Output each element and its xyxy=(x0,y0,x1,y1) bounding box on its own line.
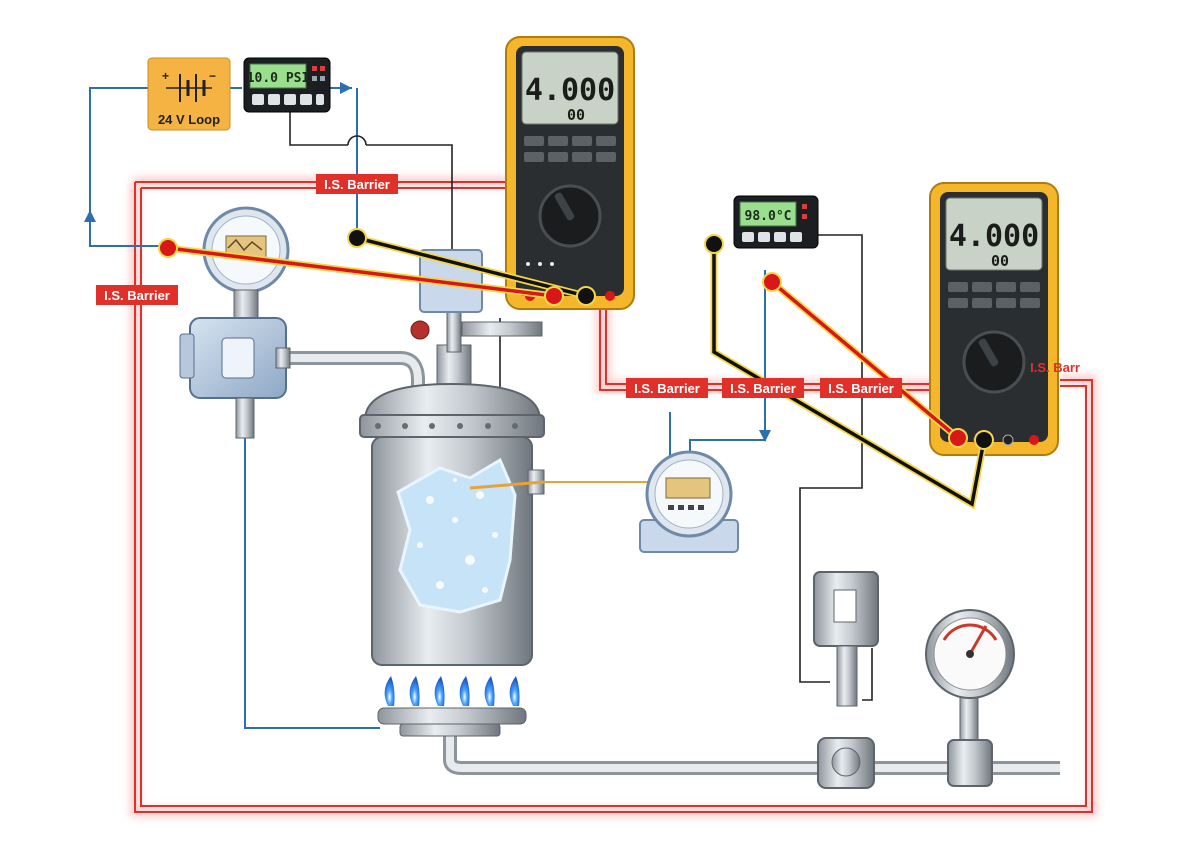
temperature-transmitter xyxy=(639,450,739,553)
display-button[interactable] xyxy=(268,94,280,105)
meter-main-reading: 4.000 xyxy=(949,219,1039,254)
process-piping xyxy=(285,351,1060,775)
red-probe-clip[interactable] xyxy=(762,272,782,292)
black-probe-clip[interactable] xyxy=(347,228,367,248)
svg-text:I.S. Barr: I.S. Barr xyxy=(1030,360,1080,375)
jack-v[interactable] xyxy=(1029,435,1039,445)
barrier-label: I.S. Barrier xyxy=(820,378,902,398)
black-probe-plug[interactable] xyxy=(974,430,994,450)
barrier-label: I.S. Barrier xyxy=(96,285,178,305)
display-button[interactable] xyxy=(742,232,754,242)
display-button[interactable] xyxy=(316,94,324,105)
svg-text:I.S. Barrier: I.S. Barrier xyxy=(324,177,390,192)
red-probe-plug[interactable] xyxy=(948,428,968,448)
transmitter-window xyxy=(665,477,711,499)
gauge-needle xyxy=(968,625,988,655)
valve-handwheel xyxy=(410,320,430,340)
display-button[interactable] xyxy=(300,94,312,105)
svg-text:I.S. Barrier: I.S. Barrier xyxy=(730,381,796,396)
jack-v[interactable] xyxy=(605,291,615,301)
arrow-down-icon xyxy=(759,430,771,442)
meter-sub-reading: 00 xyxy=(567,106,585,124)
arrow-right-icon xyxy=(340,82,352,94)
meter-main-reading: 4.000 xyxy=(525,73,615,108)
plus-sign: + xyxy=(162,69,169,83)
test-leads xyxy=(164,234,988,510)
display-button[interactable] xyxy=(790,232,802,242)
pressure-display: 10.0 PSI xyxy=(243,57,331,113)
barrier-label: I.S. Barr xyxy=(1030,360,1080,375)
svg-text:I.S. Barrier: I.S. Barrier xyxy=(634,381,700,396)
meter-sub-reading: 00 xyxy=(991,252,1009,270)
svg-text:I.S. Barrier: I.S. Barrier xyxy=(828,381,894,396)
thermowell-lead xyxy=(469,480,545,490)
black-probe-clip[interactable] xyxy=(704,234,724,254)
red-probe-clip[interactable] xyxy=(158,238,178,258)
jack-com[interactable] xyxy=(1002,434,1014,446)
flame-icon xyxy=(384,676,520,706)
red-probe-plug[interactable] xyxy=(544,286,564,306)
burner xyxy=(377,676,527,737)
display-button[interactable] xyxy=(774,232,786,242)
display-button[interactable] xyxy=(284,94,296,105)
multimeter-left: 4.000 00 xyxy=(505,36,635,310)
control-valve xyxy=(813,571,879,789)
wire-crossover xyxy=(347,135,367,146)
svg-text:I.S. Barrier: I.S. Barrier xyxy=(104,288,170,303)
arrow-up-icon xyxy=(84,210,96,222)
display-button[interactable] xyxy=(252,94,264,105)
temperature-display: 98.0°C xyxy=(733,195,819,249)
pressure-transmitter xyxy=(179,206,291,439)
power-supply: + − 24 V Loop xyxy=(147,57,231,131)
barrier-label: I.S. Barrier xyxy=(316,174,398,194)
barrier-label: I.S. Barrier xyxy=(722,378,804,398)
signal-wiring xyxy=(289,110,873,701)
pressure-gauge xyxy=(925,609,1015,787)
barrier-label: I.S. Barrier xyxy=(626,378,708,398)
minus-sign: − xyxy=(209,69,216,83)
temperature-reading: 98.0°C xyxy=(745,209,792,224)
pressure-vessel xyxy=(359,249,660,666)
black-probe-plug[interactable] xyxy=(576,286,596,306)
display-button[interactable] xyxy=(758,232,770,242)
multimeter-right: 4.000 00 xyxy=(929,182,1059,456)
pressure-reading: 10.0 PSI xyxy=(247,71,310,86)
power-supply-label: 24 V Loop xyxy=(158,112,220,127)
